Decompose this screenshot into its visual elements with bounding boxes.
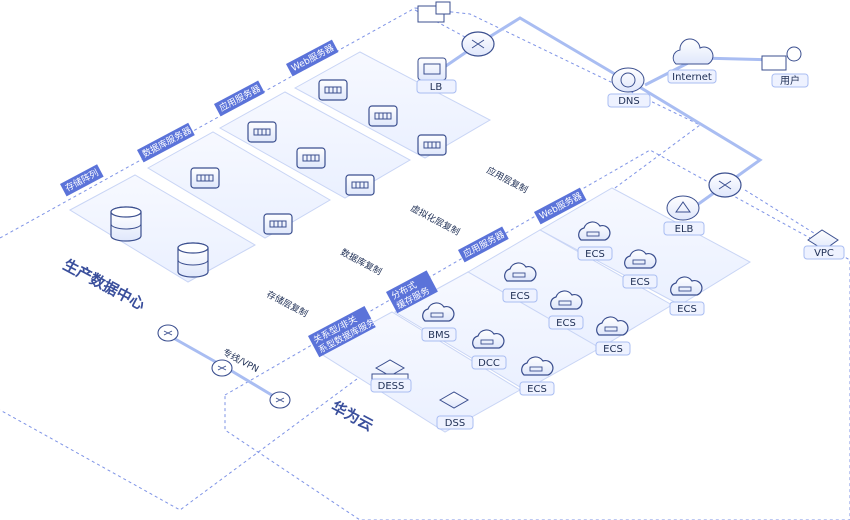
router-icon <box>211 359 233 377</box>
workstation-icon <box>417 1 451 23</box>
server-icon <box>263 213 293 235</box>
flow-storage-replication: 存储层复制 <box>265 288 310 320</box>
bms-label: BMS <box>428 330 450 341</box>
flow-virtualization-replication: 虚拟化层复制 <box>409 202 462 238</box>
production-dc-boundary <box>0 7 701 511</box>
elb-node[interactable]: ELB <box>663 195 705 236</box>
svg-text:应用层复制: 应用层复制 <box>485 164 530 196</box>
svg-text:虚拟化层复制: 虚拟化层复制 <box>409 202 462 238</box>
server-icon <box>368 105 398 127</box>
server-icon <box>345 174 375 196</box>
server-icon <box>247 121 277 143</box>
router-icon[interactable] <box>708 172 742 198</box>
cloud-db-nodes[interactable]: DESS DSS <box>370 359 474 430</box>
user-label: 用户 <box>780 74 800 87</box>
svg-text:存储层复制: 存储层复制 <box>265 288 310 320</box>
lb-label: LB <box>430 82 443 93</box>
svg-text:数据库复制: 数据库复制 <box>339 246 384 278</box>
dess-label: DESS <box>378 381 405 392</box>
lb-node[interactable]: LB <box>416 57 457 94</box>
ecs-label: ECS <box>603 344 623 355</box>
vpc-label: VPC <box>814 248 834 259</box>
dns-label: DNS <box>618 96 640 107</box>
dcc-label: DCC <box>478 358 500 369</box>
region-label-huawei-cloud: 华为云 <box>328 398 376 435</box>
elb-label: ELB <box>675 224 694 235</box>
cloud-cache-nodes[interactable]: BMS DCC ECS <box>421 302 555 396</box>
server-icon <box>296 147 326 169</box>
internet-node[interactable]: Internet <box>667 38 717 84</box>
cloud-app-ecs[interactable]: ECS ECS ECS <box>502 262 631 356</box>
dns-node[interactable]: DNS <box>607 67 651 108</box>
router-icon <box>269 391 291 409</box>
server-icon <box>190 167 220 189</box>
ecs-label: ECS <box>677 304 697 315</box>
server-icon <box>318 79 348 101</box>
router-icon[interactable] <box>461 31 495 57</box>
user-node[interactable]: 用户 <box>761 46 809 88</box>
server-icon <box>417 134 447 156</box>
cloud-web-ecs[interactable]: ECS ECS ECS <box>577 221 705 316</box>
internet-label: Internet <box>672 72 712 83</box>
dss-label: DSS <box>445 418 465 429</box>
vpc-link <box>414 9 826 241</box>
ecs-label: ECS <box>527 384 547 395</box>
ecs-label: ECS <box>585 249 605 260</box>
vpc-node[interactable]: VPC <box>803 229 845 260</box>
ecs-label: ECS <box>510 291 530 302</box>
svg-text:生产数据中心: 生产数据中心 <box>60 256 148 314</box>
flow-db-replication: 数据库复制 <box>339 246 384 278</box>
flow-app-replication: 应用层复制 <box>485 164 530 196</box>
ecs-label: ECS <box>630 277 650 288</box>
tag-storage-array-dc: 存储阵列 <box>59 164 104 197</box>
ecs-label: ECS <box>556 318 576 329</box>
router-icon <box>157 324 179 342</box>
region-label-production-dc: 生产数据中心 <box>60 256 148 314</box>
svg-text:华为云: 华为云 <box>328 398 376 435</box>
dc-platforms <box>68 51 492 283</box>
storage-cylinder-icon <box>177 242 209 278</box>
storage-cylinder-icon <box>110 206 142 242</box>
